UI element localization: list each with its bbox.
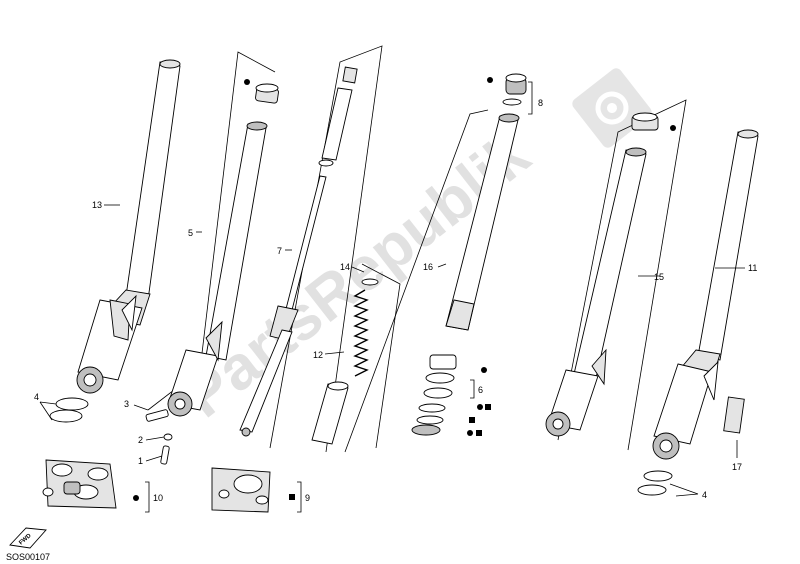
callout-16: 16	[423, 262, 433, 272]
fwd-badge: FWD	[9, 527, 47, 549]
square-marker	[469, 417, 475, 423]
callout-5: 5	[188, 228, 193, 238]
gear-icon	[572, 68, 652, 148]
callout-9: 9	[305, 493, 310, 503]
fork-tube-right	[545, 99, 687, 451]
damper-rod	[239, 45, 383, 453]
leader-lines	[39, 204, 745, 497]
dot-marker	[481, 367, 487, 373]
bracket-8	[528, 81, 533, 115]
dot-marker	[477, 404, 483, 410]
triple-clamp-bottom	[42, 459, 117, 509]
square-marker	[485, 404, 491, 410]
clamp-right	[637, 470, 673, 496]
bracket-9	[297, 481, 302, 513]
callout-3: 3	[124, 399, 129, 409]
callout-11: 11	[748, 263, 757, 273]
fork-tube-center	[344, 73, 527, 453]
screw-set	[145, 409, 173, 465]
callout-13: 13	[92, 200, 102, 210]
label-plate	[723, 396, 745, 434]
callout-2: 2	[138, 435, 143, 445]
reference-markers	[133, 77, 676, 513]
callout-8: 8	[538, 98, 543, 108]
fork-leg-right	[652, 129, 759, 460]
callout-7: 7	[277, 246, 282, 256]
callouts: 13 5 7 8 14 12 16 15 11 4 3 2 1 10 9 6 1…	[34, 98, 757, 503]
callout-10: 10	[153, 493, 163, 503]
callout-6: 6	[478, 385, 483, 395]
inner-tube-left	[147, 51, 279, 417]
dot-marker	[467, 430, 473, 436]
bracket-6	[470, 379, 475, 399]
callout-15: 15	[654, 272, 664, 282]
callout-4-right: 4	[702, 490, 707, 500]
bracket-10	[145, 481, 150, 513]
dot-marker	[244, 79, 250, 85]
dot-marker	[487, 77, 493, 83]
dot-marker	[670, 125, 676, 131]
callout-14: 14	[340, 262, 350, 272]
diagram-code: SOS00107	[6, 552, 50, 562]
callout-17: 17	[732, 462, 742, 472]
dot-marker	[133, 495, 139, 501]
square-marker	[289, 494, 295, 500]
triple-clamp-top	[211, 467, 271, 513]
clamp-left	[49, 397, 89, 423]
square-marker	[476, 430, 482, 436]
callout-1: 1	[138, 456, 143, 466]
fork-spring	[311, 263, 401, 449]
callout-4-left: 4	[34, 392, 39, 402]
fork-leg-left	[76, 59, 181, 394]
callout-12: 12	[313, 350, 323, 360]
